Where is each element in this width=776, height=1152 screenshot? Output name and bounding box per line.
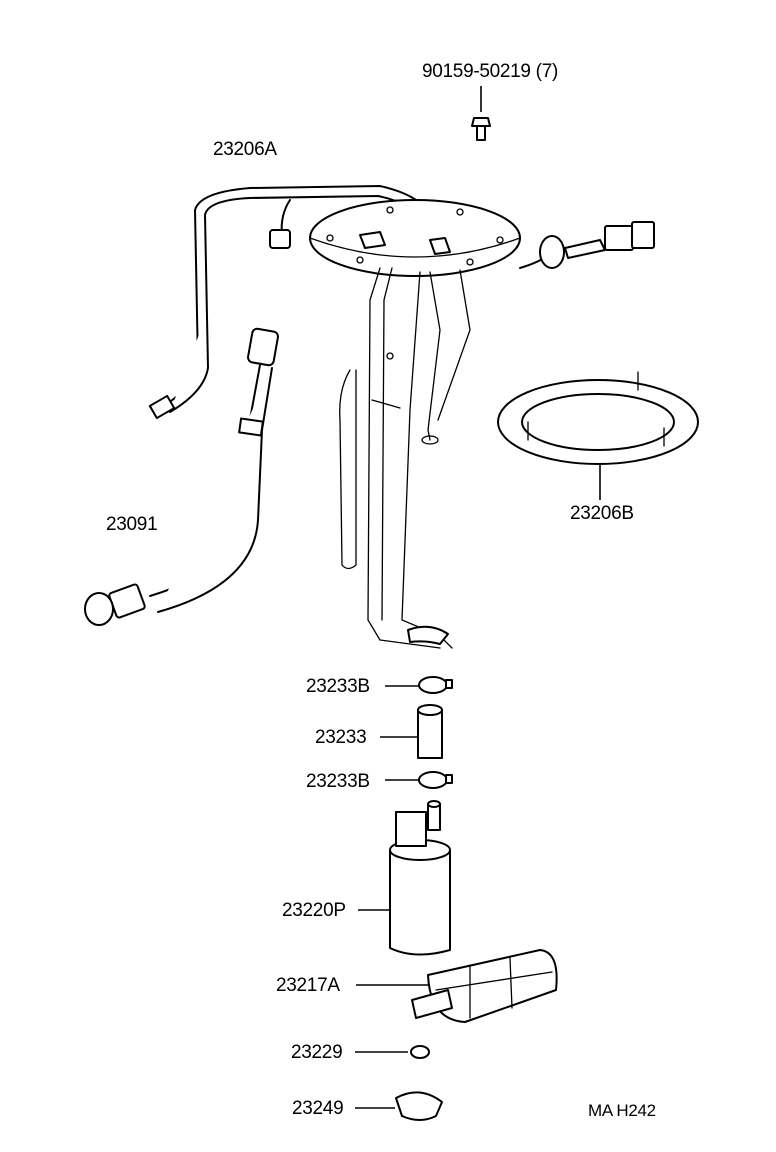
drawing-code: MA H242 (588, 1101, 656, 1120)
bolt-part (471, 86, 491, 141)
fuel-pump-part (358, 800, 451, 956)
gauge-assembly-part (148, 185, 655, 649)
hose-part (84, 327, 279, 626)
gasket-part (497, 371, 699, 500)
gasket-callout: 23206B (570, 503, 634, 524)
pump-callout: 23220P (282, 900, 346, 921)
cushion-part (355, 1045, 430, 1059)
lower-clamp-part (385, 771, 453, 789)
hose-callout: 23091 (106, 514, 158, 535)
sleeve-callout: 23233 (315, 727, 367, 748)
gauge-assembly-callout: 23206A (213, 139, 277, 160)
lower-clamp-callout: 23233B (306, 771, 370, 792)
retainer-part (355, 1091, 443, 1121)
filter-callout: 23217A (276, 975, 340, 996)
upper-clamp-callout: 23233B (306, 676, 370, 697)
upper-clamp-part (385, 676, 453, 694)
retainer-callout: 23249 (292, 1098, 344, 1119)
sleeve-part (380, 704, 443, 759)
cushion-callout: 23229 (291, 1042, 343, 1063)
bolt-callout: 90159-50219 (7) (422, 61, 558, 82)
fuel-filter-part (356, 949, 558, 1023)
